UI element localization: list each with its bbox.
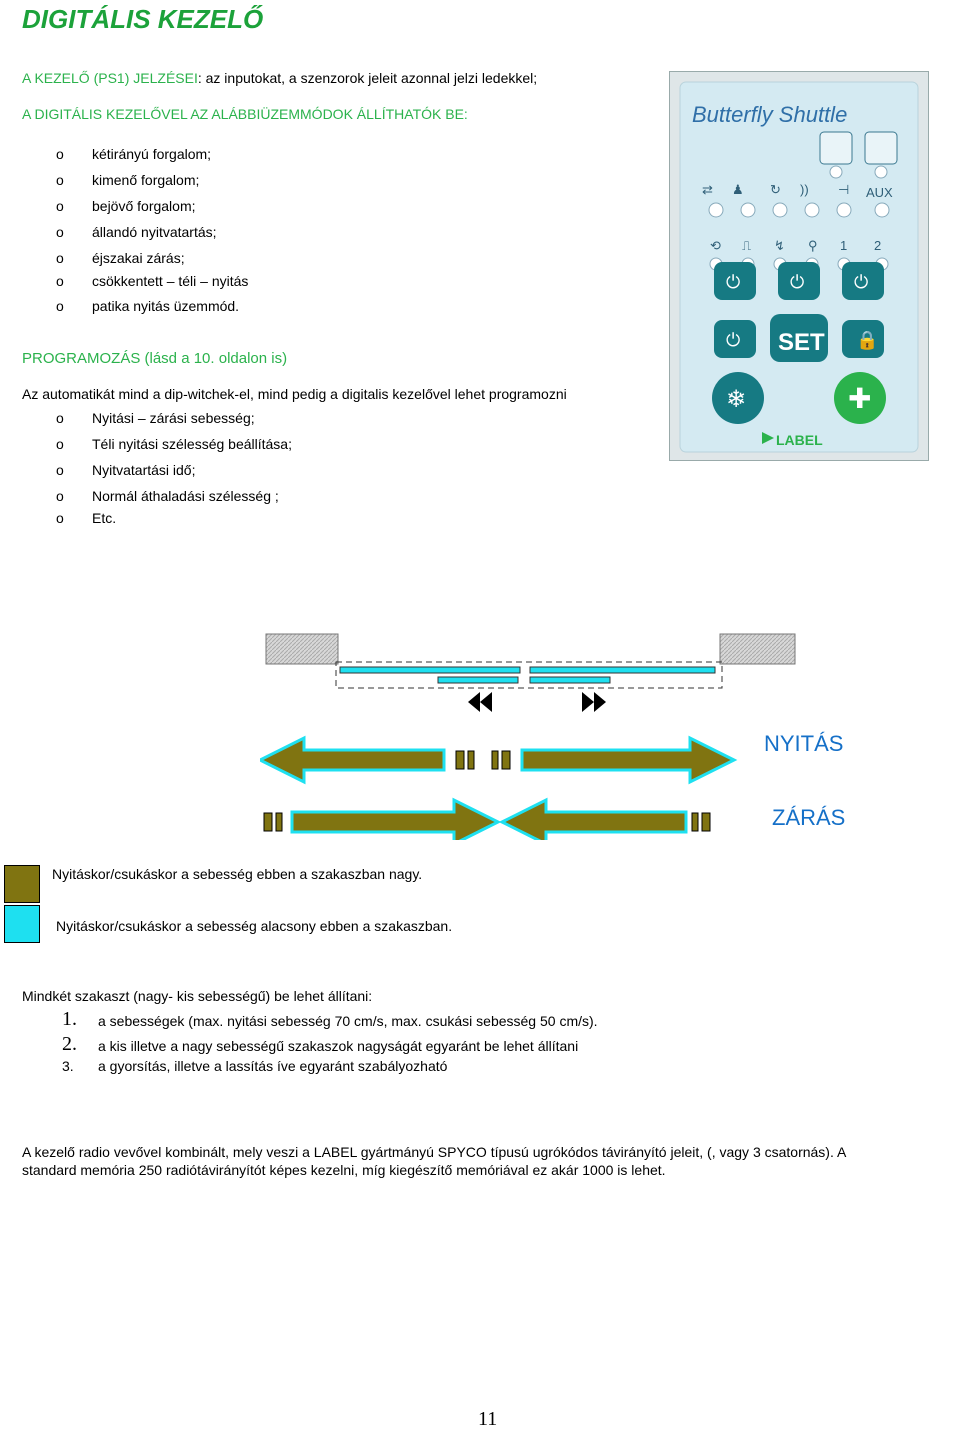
svg-text:⏻: ⏻ xyxy=(726,272,740,292)
door-frame xyxy=(335,661,723,689)
intro-label: A KEZELŐ (PS1) JELZÉSEI xyxy=(22,70,198,86)
svg-text:⏻: ⏻ xyxy=(726,330,740,350)
sub2-label: 2 xyxy=(874,238,881,253)
svg-text:♟: ♟ xyxy=(732,182,744,197)
closing-label: ZÁRÁS xyxy=(772,805,846,830)
intro-line: A KEZELŐ (PS1) JELZÉSEI: az inputokat, a… xyxy=(22,70,537,87)
control-panel-image: Butterfly Shuttle ⇄ ♟ ↻ )) ⊣ AUX ⟲ ⎍ ↯ ⚲ 1 2 xyxy=(669,71,929,461)
closing-arrows xyxy=(263,797,711,847)
svg-text:⊣: ⊣ xyxy=(838,182,849,197)
svg-text:⚲: ⚲ xyxy=(808,238,818,253)
left-wall xyxy=(265,633,339,665)
svg-text:↯: ↯ xyxy=(774,238,785,253)
svg-text:↻: ↻ xyxy=(770,182,781,197)
aux-label: AUX xyxy=(866,185,893,200)
bullet: o xyxy=(56,488,64,504)
bullet: o xyxy=(56,273,64,289)
bullet: o xyxy=(56,224,64,240)
svg-text:🔒: 🔒 xyxy=(856,330,878,350)
adjust-num: 1. xyxy=(62,1008,77,1030)
door-leaf-right xyxy=(529,666,716,674)
svg-text:⎍: ⎍ xyxy=(742,238,751,253)
control-panel-drawing: Butterfly Shuttle ⇄ ♟ ↻ )) ⊣ AUX ⟲ ⎍ ↯ ⚲ 1 2 xyxy=(679,81,919,453)
direction-arrows xyxy=(468,692,606,712)
adjust-heading: Mindkét szakaszt (nagy- kis sebességű) b… xyxy=(22,988,373,1004)
svg-text:❄: ❄ xyxy=(726,385,746,413)
adjust-text: a kis illetve a nagy sebességű szakaszok… xyxy=(98,1038,579,1054)
label-logo: LABEL xyxy=(776,432,823,448)
bullet: o xyxy=(56,250,64,266)
right-wall xyxy=(719,633,796,665)
svg-text:⇄: ⇄ xyxy=(702,182,713,197)
programming-text: Az automatikát mind a dip-witchek-el, mi… xyxy=(22,386,567,402)
radio-text-line1: A kezelő radio vevővel kombinált, mely v… xyxy=(22,1144,847,1160)
svg-text:⏻: ⏻ xyxy=(854,272,868,292)
bullet: o xyxy=(56,436,64,452)
bullet: o xyxy=(56,462,64,478)
set-label: SET xyxy=(778,329,825,356)
opening-arrows xyxy=(256,735,738,785)
svg-text:⟲: ⟲ xyxy=(710,238,721,253)
sub1-label: 1 xyxy=(840,238,847,253)
opening-label: NYITÁS xyxy=(764,731,844,756)
panel-brand: Butterfly Shuttle xyxy=(692,102,847,127)
legend-fast-text: Nyitáskor/csukáskor a sebesség ebben a s… xyxy=(52,866,423,882)
radio-text-line2: standard memória 250 radiótávirányítót k… xyxy=(22,1162,666,1178)
page-number: 11 xyxy=(478,1408,498,1430)
adjust-num: 3. xyxy=(62,1058,74,1074)
bullet: o xyxy=(56,510,64,526)
adjust-text: a gyorsítás, illetve a lassítás íve egya… xyxy=(98,1058,448,1074)
legend-slow-swatch xyxy=(4,905,40,943)
svg-text:✚: ✚ xyxy=(848,382,871,415)
legend-slow-text: Nyitáskor/csukáskor a sebesség alacsony … xyxy=(56,918,453,934)
bullet: o xyxy=(56,298,64,314)
bullet: o xyxy=(56,198,64,214)
programming-heading: PROGRAMOZÁS (lásd a 10. oldalon is) xyxy=(22,350,288,367)
door-leaf-left xyxy=(339,666,521,674)
svg-text:⏻: ⏻ xyxy=(790,272,804,292)
adjust-num: 2. xyxy=(62,1033,77,1055)
legend-fast-swatch xyxy=(4,865,40,903)
page-title: DIGITÁLIS KEZELŐ xyxy=(22,4,264,34)
modes-heading: A DIGITÁLIS KEZELŐVEL AZ ALÁBBIÜZEMMÓDOK… xyxy=(22,106,468,122)
intro-text: : az inputokat, a szenzorok jeleit azonn… xyxy=(197,70,538,86)
bullet: o xyxy=(56,410,64,426)
svg-text:)): )) xyxy=(800,182,809,197)
bullet: o xyxy=(56,172,64,188)
bullet: o xyxy=(56,146,64,162)
adjust-text: a sebességek (max. nyitási sebesség 70 c… xyxy=(98,1013,598,1029)
